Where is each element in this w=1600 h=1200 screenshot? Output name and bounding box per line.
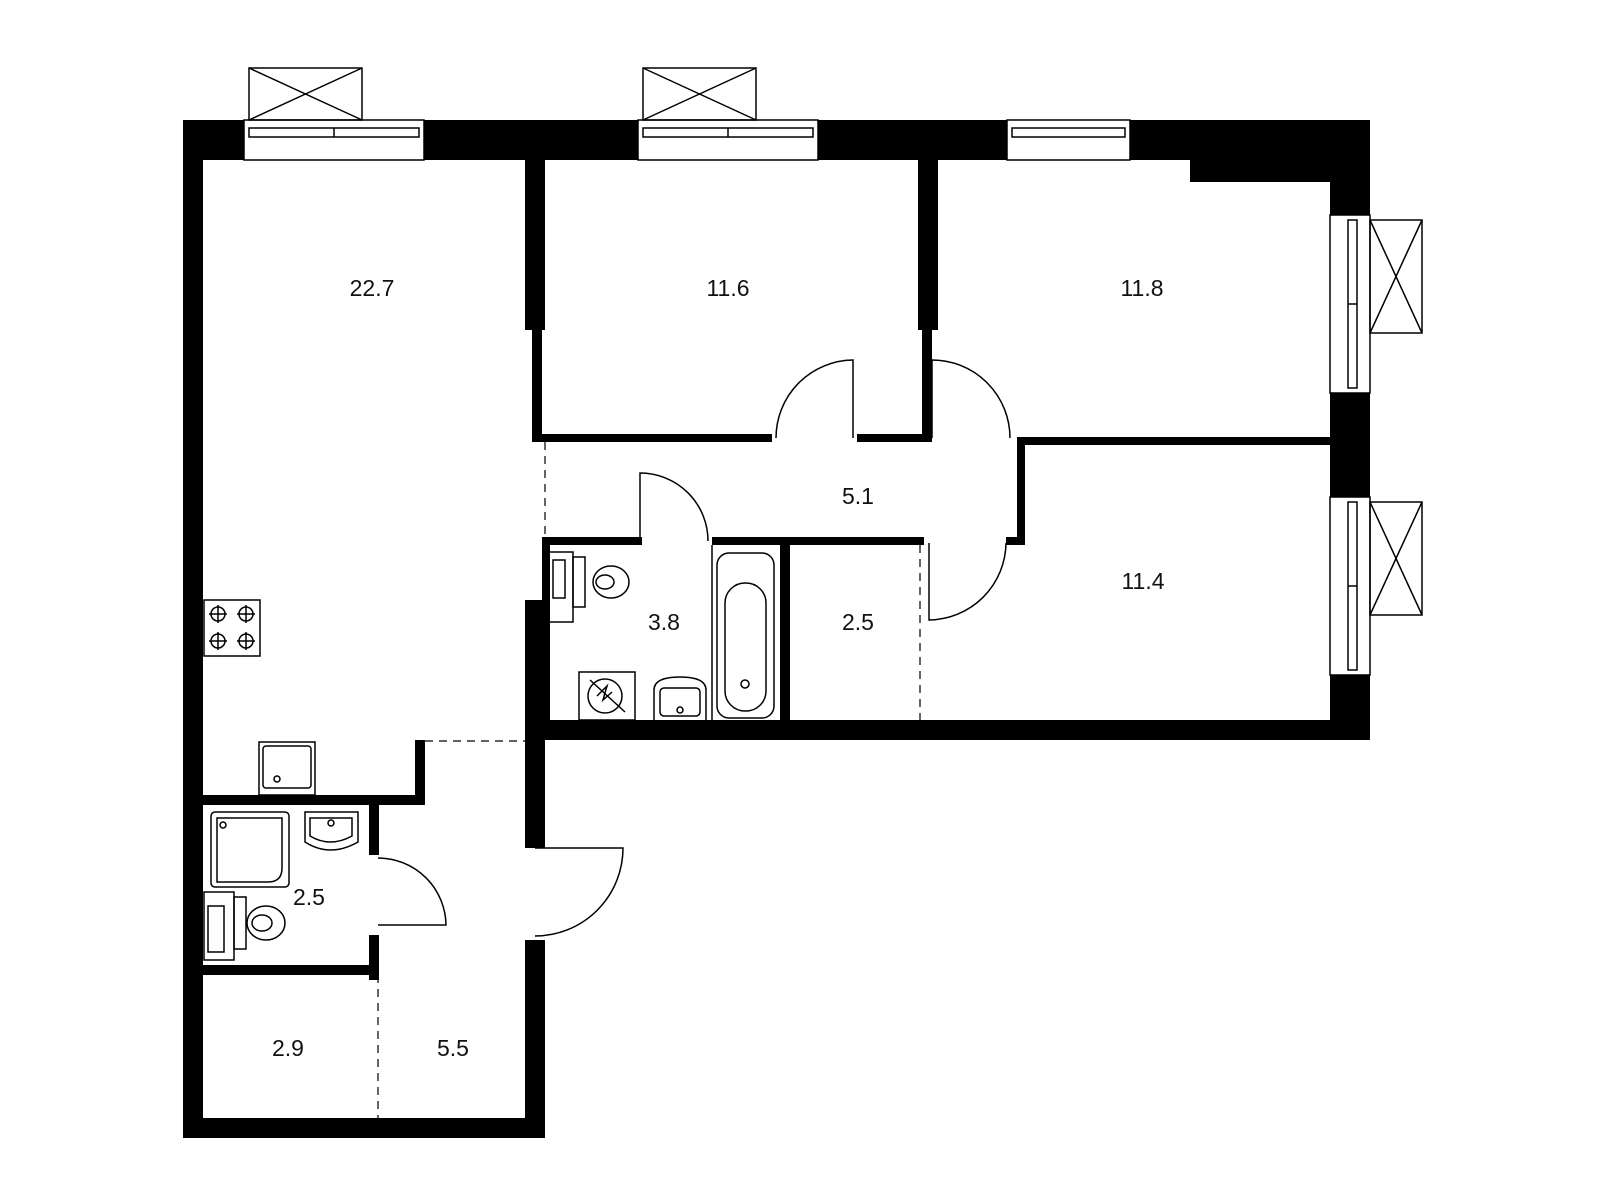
room-area-wardrobe: 2.9 xyxy=(272,1035,304,1061)
kitchen-sink-icon xyxy=(258,741,316,796)
interior-walls xyxy=(199,160,1333,980)
bathroom-fixtures xyxy=(548,545,775,721)
toilet-icon xyxy=(246,905,286,941)
area-labels: 22.7 11.6 11.8 5.1 3.8 2.5 11.4 2.5 2.9 … xyxy=(272,275,1165,1061)
windows xyxy=(243,67,1423,676)
sink-icon xyxy=(653,676,707,720)
dashed-boundaries xyxy=(377,442,921,1118)
room-area-storage: 2.5 xyxy=(842,609,874,635)
washing-machine-icon xyxy=(578,671,636,721)
room-area-bedroom-2: 11.8 xyxy=(1120,275,1163,301)
room-area-bathroom: 3.8 xyxy=(648,609,680,635)
shower-icon xyxy=(210,811,290,888)
room-area-hallway: 5.1 xyxy=(842,483,874,509)
outer-walls xyxy=(183,120,1370,1138)
room-area-entrance-hall: 5.5 xyxy=(437,1035,469,1061)
toilet-icon xyxy=(592,565,630,599)
sink-icon xyxy=(304,811,359,851)
doors xyxy=(377,359,1011,937)
room-area-living-kitchen: 22.7 xyxy=(350,275,395,301)
room-area-bedroom-1: 11.6 xyxy=(706,275,749,301)
toilet-room-fixtures xyxy=(203,811,359,961)
room-area-bedroom-3: 11.4 xyxy=(1121,568,1164,594)
room-area-toilet: 2.5 xyxy=(293,884,325,910)
bathtub-icon xyxy=(716,552,775,719)
stove-icon xyxy=(203,599,261,657)
